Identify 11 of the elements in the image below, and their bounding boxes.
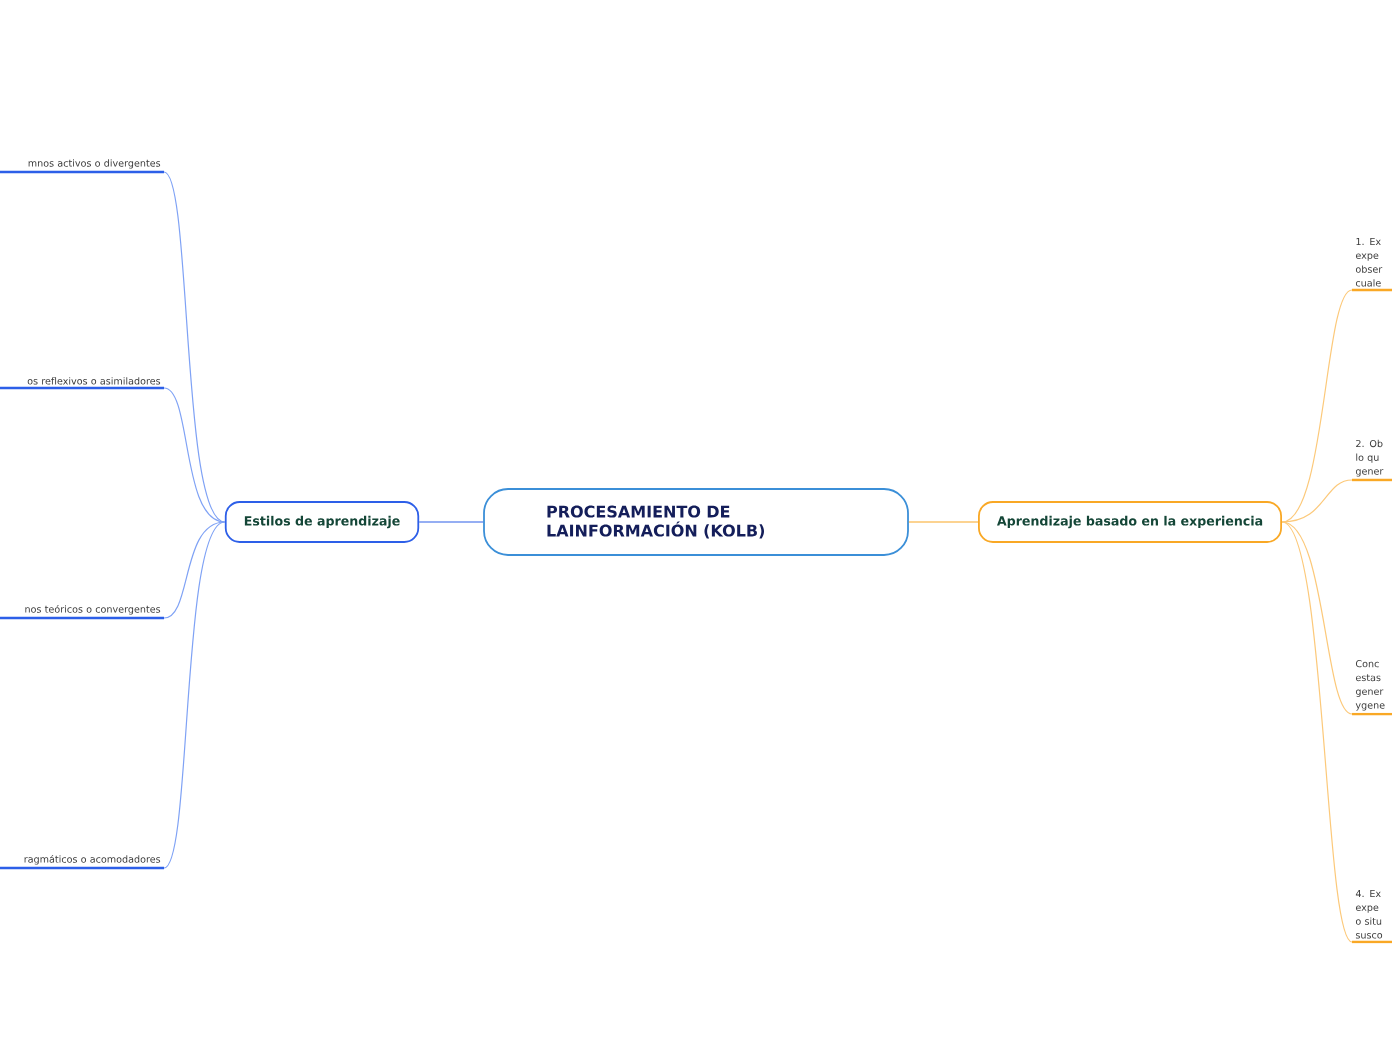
connector [908, 521, 979, 523]
connector [1281, 479, 1353, 523]
connector [1281, 521, 1353, 943]
connector [1281, 289, 1353, 523]
connector [163, 387, 226, 523]
central-topic: PROCESAMIENTO DE LAINFORMACIÓN (KOLB) [483, 488, 909, 556]
connector [418, 521, 484, 523]
connector [163, 521, 226, 869]
connector [163, 521, 226, 619]
connector [1281, 521, 1353, 715]
connector [163, 171, 226, 523]
